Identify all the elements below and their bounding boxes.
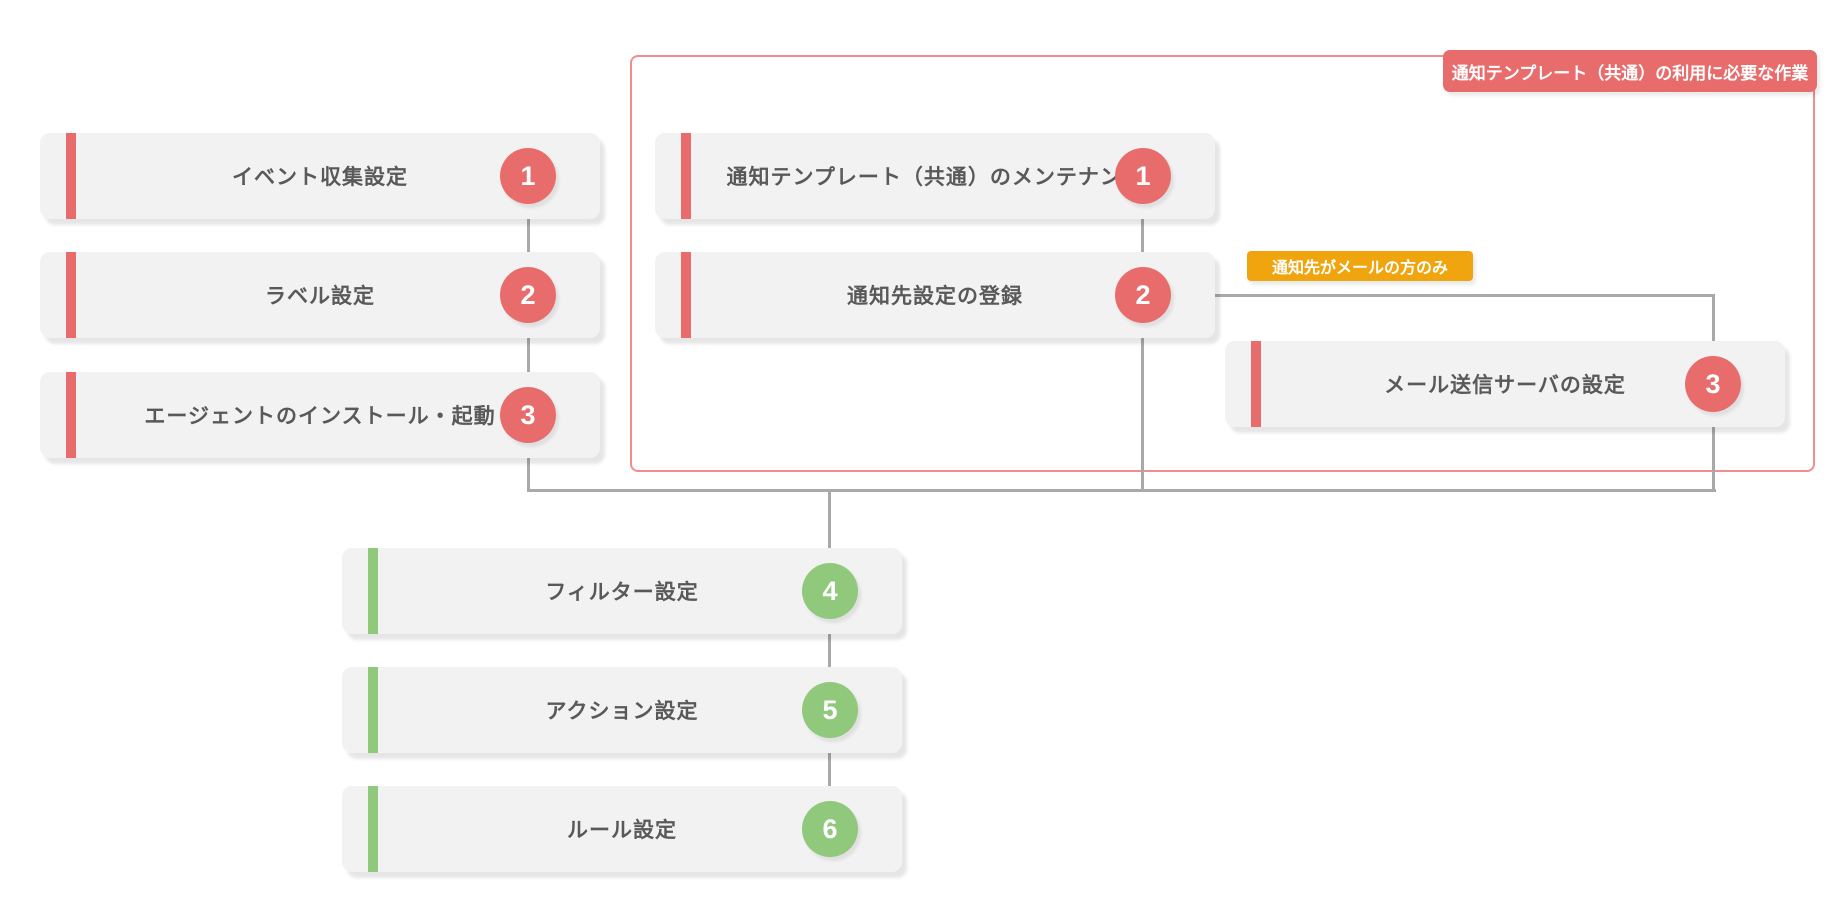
accent-bar bbox=[368, 548, 378, 634]
accent-bar bbox=[368, 786, 378, 872]
node-notification-destination: 通知先設定の登録 2 bbox=[655, 252, 1215, 338]
accent-bar bbox=[1251, 341, 1261, 427]
node-label: エージェントのインストール・起動 bbox=[144, 405, 496, 428]
step-number-badge: 6 bbox=[802, 801, 858, 857]
node-label: フィルター設定 bbox=[545, 581, 699, 604]
notification-template-group-outline bbox=[630, 55, 1815, 472]
node-filter-settings: フィルター設定 4 bbox=[342, 548, 902, 634]
node-event-collection: イベント収集設定 1 bbox=[40, 133, 600, 219]
accent-bar bbox=[66, 133, 76, 219]
step-number-badge: 5 bbox=[802, 682, 858, 738]
step-number-badge: 3 bbox=[1685, 356, 1741, 412]
node-template-maintenance: 通知テンプレート（共通）のメンテナンス 1 bbox=[655, 133, 1215, 219]
badge-mail-only-note: 通知先がメールの方のみ bbox=[1247, 251, 1473, 281]
step-number-badge: 2 bbox=[1115, 267, 1171, 323]
badge-template-usage-note: 通知テンプレート（共通）の利用に必要な作業 bbox=[1443, 50, 1817, 92]
step-number-badge: 2 bbox=[500, 267, 556, 323]
step-number-badge: 1 bbox=[500, 148, 556, 204]
node-agent-install: エージェントのインストール・起動 3 bbox=[40, 372, 600, 458]
node-label: アクション設定 bbox=[545, 700, 699, 723]
step-number-badge: 3 bbox=[500, 387, 556, 443]
accent-bar bbox=[66, 372, 76, 458]
node-rule-settings: ルール設定 6 bbox=[342, 786, 902, 872]
node-label: メール送信サーバの設定 bbox=[1384, 374, 1626, 397]
accent-bar bbox=[66, 252, 76, 338]
accent-bar bbox=[681, 133, 691, 219]
step-number-badge: 1 bbox=[1115, 148, 1171, 204]
node-label: 通知先設定の登録 bbox=[847, 285, 1023, 308]
connector-bottom-column-vertical bbox=[828, 490, 831, 830]
node-mail-server: メール送信サーバの設定 3 bbox=[1225, 341, 1785, 427]
node-label: イベント収集設定 bbox=[232, 166, 408, 189]
node-label: ルール設定 bbox=[567, 819, 677, 842]
node-label: 通知テンプレート（共通）のメンテナンス bbox=[726, 166, 1144, 189]
node-label-settings: ラベル設定 2 bbox=[40, 252, 600, 338]
accent-bar bbox=[368, 667, 378, 753]
step-number-badge: 4 bbox=[802, 563, 858, 619]
accent-bar bbox=[681, 252, 691, 338]
connector-main-horizontal bbox=[527, 489, 1716, 492]
node-action-settings: アクション設定 5 bbox=[342, 667, 902, 753]
node-label: ラベル設定 bbox=[265, 285, 375, 308]
connector-mail-branch-horizontal bbox=[1215, 294, 1715, 297]
